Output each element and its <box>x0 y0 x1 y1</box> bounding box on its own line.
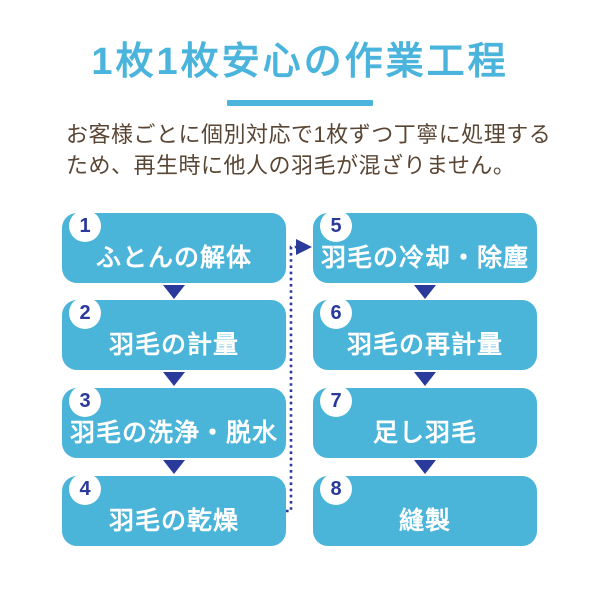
step-box-8: 8 縫製 <box>313 473 537 546</box>
down-arrow-icon <box>414 372 436 386</box>
step-number-badge-3: 3 <box>69 385 101 417</box>
down-arrow-icon <box>163 285 185 299</box>
step-number-badge-2: 2 <box>69 297 101 329</box>
step-box-1: 1 ふとんの解体 <box>62 210 286 283</box>
step-box-6: 6 羽毛の再計量 <box>313 297 537 370</box>
step-label-7: 足し羽毛 <box>372 419 477 447</box>
step-number-badge-4: 4 <box>69 473 101 505</box>
down-arrow-icon <box>414 460 436 474</box>
step-label-1: ふとんの解体 <box>95 244 252 272</box>
step-label-2: 羽毛の計量 <box>108 331 239 359</box>
down-arrow-icon <box>414 285 436 299</box>
step-number-badge-1: 1 <box>69 210 101 242</box>
down-arrow-icon <box>163 372 185 386</box>
step-box-5: 5 羽毛の冷却・除塵 <box>313 210 537 283</box>
step-label-4: 羽毛の乾燥 <box>108 507 239 535</box>
dotted-path <box>286 245 297 513</box>
description-line-1: お客様ごとに個別対応で1枚ずつ丁寧に処理する <box>66 122 552 147</box>
step-box-2: 2 羽毛の計量 <box>62 297 286 370</box>
step-number-badge-8: 8 <box>320 473 352 505</box>
step-label-8: 縫製 <box>398 507 451 535</box>
step-number-badge-5: 5 <box>320 210 352 242</box>
step-number-badge-6: 6 <box>320 297 352 329</box>
step-box-3: 3 羽毛の洗浄・脱水 <box>62 385 286 458</box>
step-label-5: 羽毛の冷却・除塵 <box>320 244 529 272</box>
down-arrow-icon <box>163 460 185 474</box>
description-line-2: ため、再生時に他人の羽毛が混ざりません。 <box>66 153 516 178</box>
step-label-3: 羽毛の洗浄・脱水 <box>69 419 278 447</box>
title-underline <box>227 100 373 106</box>
step-number-badge-7: 7 <box>320 385 352 417</box>
right-arrowhead-icon <box>296 239 312 255</box>
step-box-7: 7 足し羽毛 <box>313 385 537 458</box>
description-text: お客様ごとに個別対応で1枚ずつ丁寧に処理するため、再生時に他人の羽毛が混ざりませ… <box>66 119 566 181</box>
step-box-4: 4 羽毛の乾燥 <box>62 473 286 546</box>
step-label-6: 羽毛の再計量 <box>346 331 503 359</box>
page-title: 1枚1枚安心の作業工程 <box>91 41 509 83</box>
